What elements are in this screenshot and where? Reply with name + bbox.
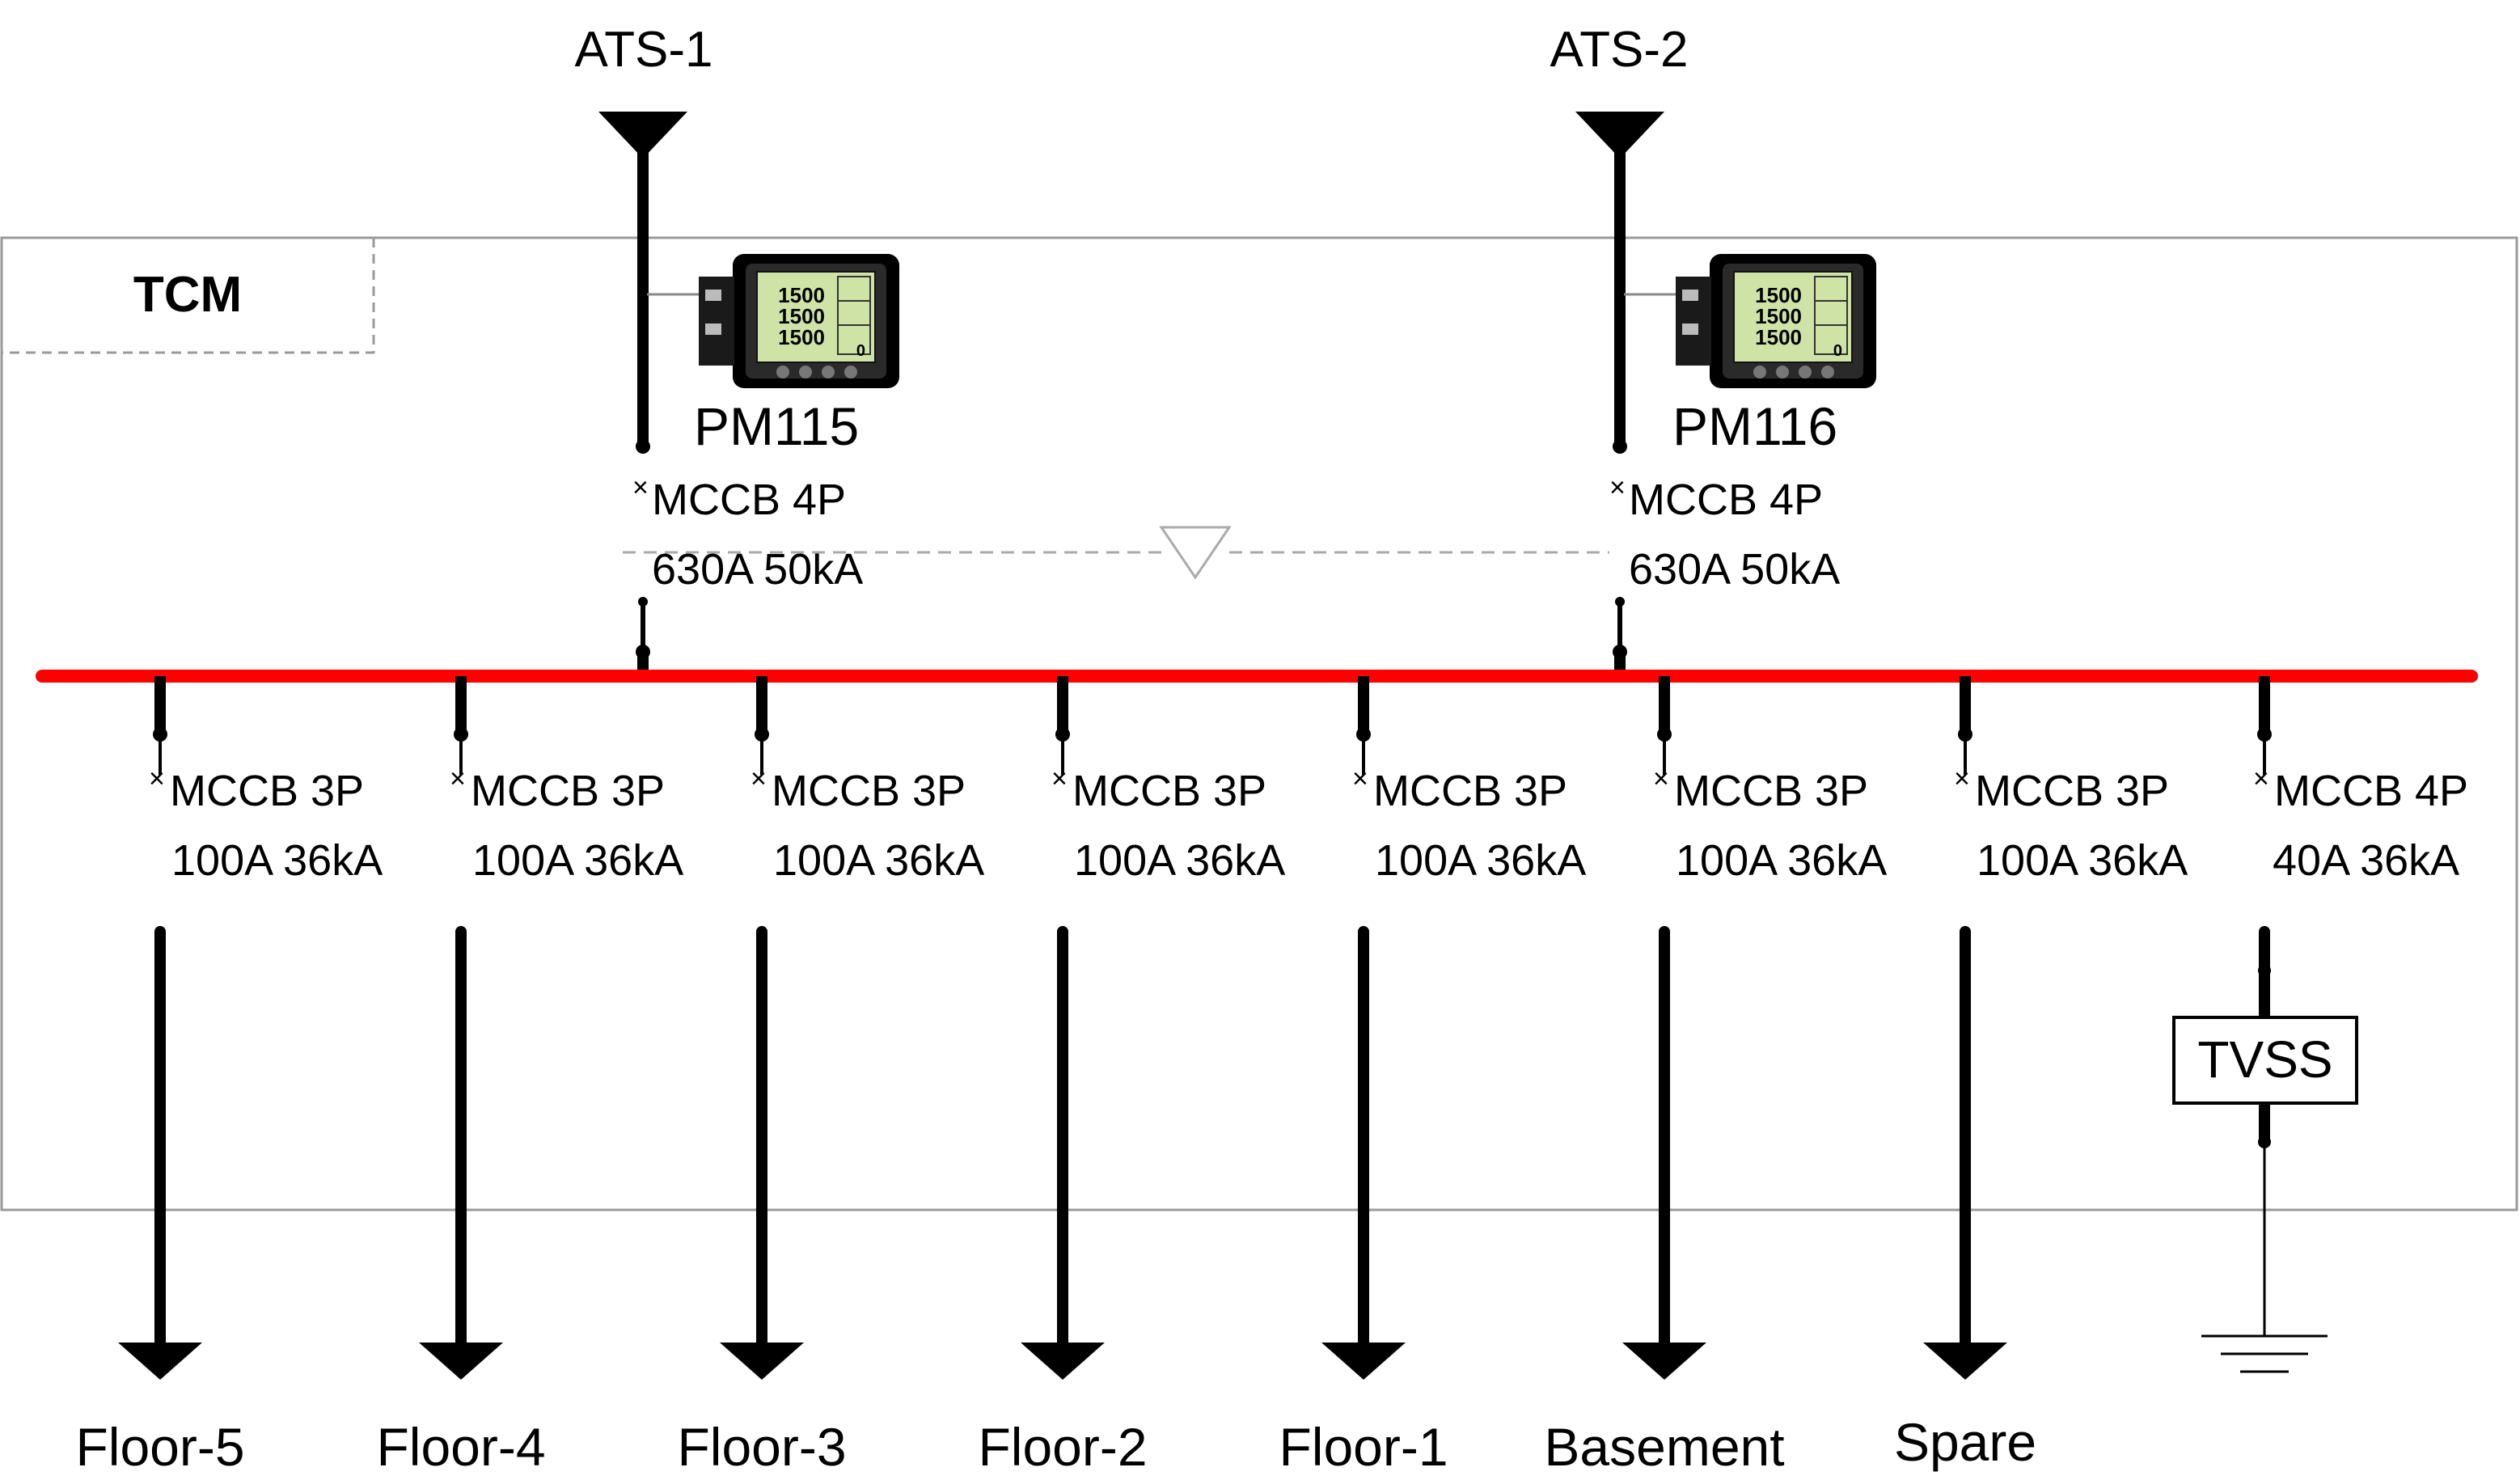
feeder: × MCCB 3P 100A 36kA Floor-5 — [75, 676, 383, 1477]
breaker-type: MCCB 3P — [1072, 767, 1266, 815]
load-arrow-icon — [419, 1343, 503, 1380]
feeder: × MCCB 3P 100A 36kA Floor-1 — [1279, 676, 1586, 1477]
feeder: × MCCB 3P 100A 36kA Spare — [1894, 676, 2188, 1472]
breaker-rating: 100A 36kA — [1977, 836, 2188, 885]
load-label: Floor-2 — [978, 1417, 1147, 1477]
terminal-dot — [1613, 439, 1627, 454]
incomer-1: ATS-1 1500 1500 1500 0 PM115 × MCCB 4P 6… — [574, 22, 900, 674]
load-label: Basement — [1544, 1417, 1784, 1477]
breaker-type: MCCB 3P — [170, 767, 364, 815]
load-label: Floor-3 — [677, 1417, 846, 1477]
breaker-type: MCCB 4P — [2274, 767, 2468, 815]
breaker-rating: 100A 36kA — [1375, 836, 1586, 885]
load-label: Floor-4 — [376, 1417, 545, 1477]
meter-reading: 1500 — [1755, 325, 1802, 349]
load-arrow-icon — [118, 1343, 202, 1380]
power-meter-icon: 1500 1500 1500 0 — [698, 253, 900, 389]
load-label: Floor-1 — [1279, 1417, 1448, 1477]
incomer-2: ATS-2 1500 1500 1500 0 PM116 × MCCB 4P 6… — [1550, 22, 1877, 679]
panel-frame — [0, 236, 2518, 1211]
panel-label: TCM — [133, 267, 242, 323]
meter-reading: 1500 — [778, 325, 825, 349]
surge-feeder: × MCCB 4P 40A 36kA TVSS — [2172, 676, 2468, 1373]
source-label: ATS-2 — [1550, 22, 1688, 78]
interlock-triangle-icon — [1159, 526, 1232, 580]
terminal-dot — [2258, 964, 2271, 977]
panel-label-box — [0, 236, 375, 354]
breaker-type: MCCB 3P — [772, 767, 966, 815]
load-arrow-icon — [1321, 1343, 1406, 1380]
breaker-rating: 100A 36kA — [773, 836, 984, 885]
tvss-box — [2172, 1016, 2358, 1105]
load-arrow-icon — [720, 1343, 804, 1380]
load-arrow-icon — [1021, 1343, 1105, 1380]
breaker-type: MCCB 3P — [1674, 767, 1868, 815]
meter-label: PM116 — [1672, 396, 1837, 456]
breaker-rating: 100A 36kA — [1676, 836, 1887, 885]
breaker-type: MCCB 3P — [1975, 767, 2169, 815]
breaker-x-icon: × — [1653, 763, 1669, 794]
breaker-x-icon: × — [1051, 763, 1068, 794]
feeder: × MCCB 3P 100A 36kA Floor-3 — [677, 676, 984, 1477]
feeder: × MCCB 3P 100A 36kA Floor-2 — [978, 676, 1285, 1477]
breaker-x-icon: × — [1352, 763, 1368, 794]
power-meter-icon: 1500 1500 1500 0 — [1675, 253, 1877, 389]
breaker-x-icon: × — [632, 472, 649, 503]
meter-label: PM115 — [694, 396, 859, 456]
breaker-rating: 40A 36kA — [2273, 836, 2459, 885]
breaker-x-icon: × — [149, 763, 165, 794]
breaker-rating: 100A 36kA — [1074, 836, 1285, 885]
breaker-x-icon: × — [2253, 763, 2269, 794]
tvss-label: TVSS — [2197, 1030, 2332, 1089]
ground-icon — [2201, 1334, 2328, 1373]
terminal-dot — [636, 439, 650, 454]
breaker-type: MCCB 4P — [652, 476, 846, 524]
breaker-rating: 630A 50kA — [1629, 545, 1840, 594]
load-label: Floor-5 — [75, 1417, 244, 1477]
load-label: Spare — [1894, 1412, 2036, 1472]
breaker-x-icon: × — [1609, 472, 1626, 503]
breaker-x-icon: × — [450, 763, 466, 794]
feeder: × MCCB 3P 100A 36kA Basement — [1544, 676, 1887, 1477]
breaker-type: MCCB 3P — [471, 767, 665, 815]
breaker-rating: 100A 36kA — [472, 836, 683, 885]
load-arrow-icon — [1923, 1343, 2007, 1380]
load-arrow-icon — [1622, 1343, 1706, 1380]
meter-reading: 1500 — [1755, 283, 1802, 307]
meter-reading: 1500 — [778, 283, 825, 307]
breaker-rating: 100A 36kA — [171, 836, 383, 885]
meter-reading: 0 — [856, 342, 865, 360]
breaker-type: MCCB 3P — [1373, 767, 1567, 815]
feeder: × MCCB 3P 100A 36kA Floor-4 — [376, 676, 683, 1477]
meter-reading: 1500 — [1755, 304, 1802, 328]
breaker-x-icon: × — [1954, 763, 1970, 794]
breaker-type: MCCB 4P — [1629, 476, 1823, 524]
meter-reading: 0 — [1833, 342, 1842, 360]
breaker-x-icon: × — [751, 763, 767, 794]
source-label: ATS-1 — [574, 22, 712, 78]
meter-reading: 1500 — [778, 304, 825, 328]
